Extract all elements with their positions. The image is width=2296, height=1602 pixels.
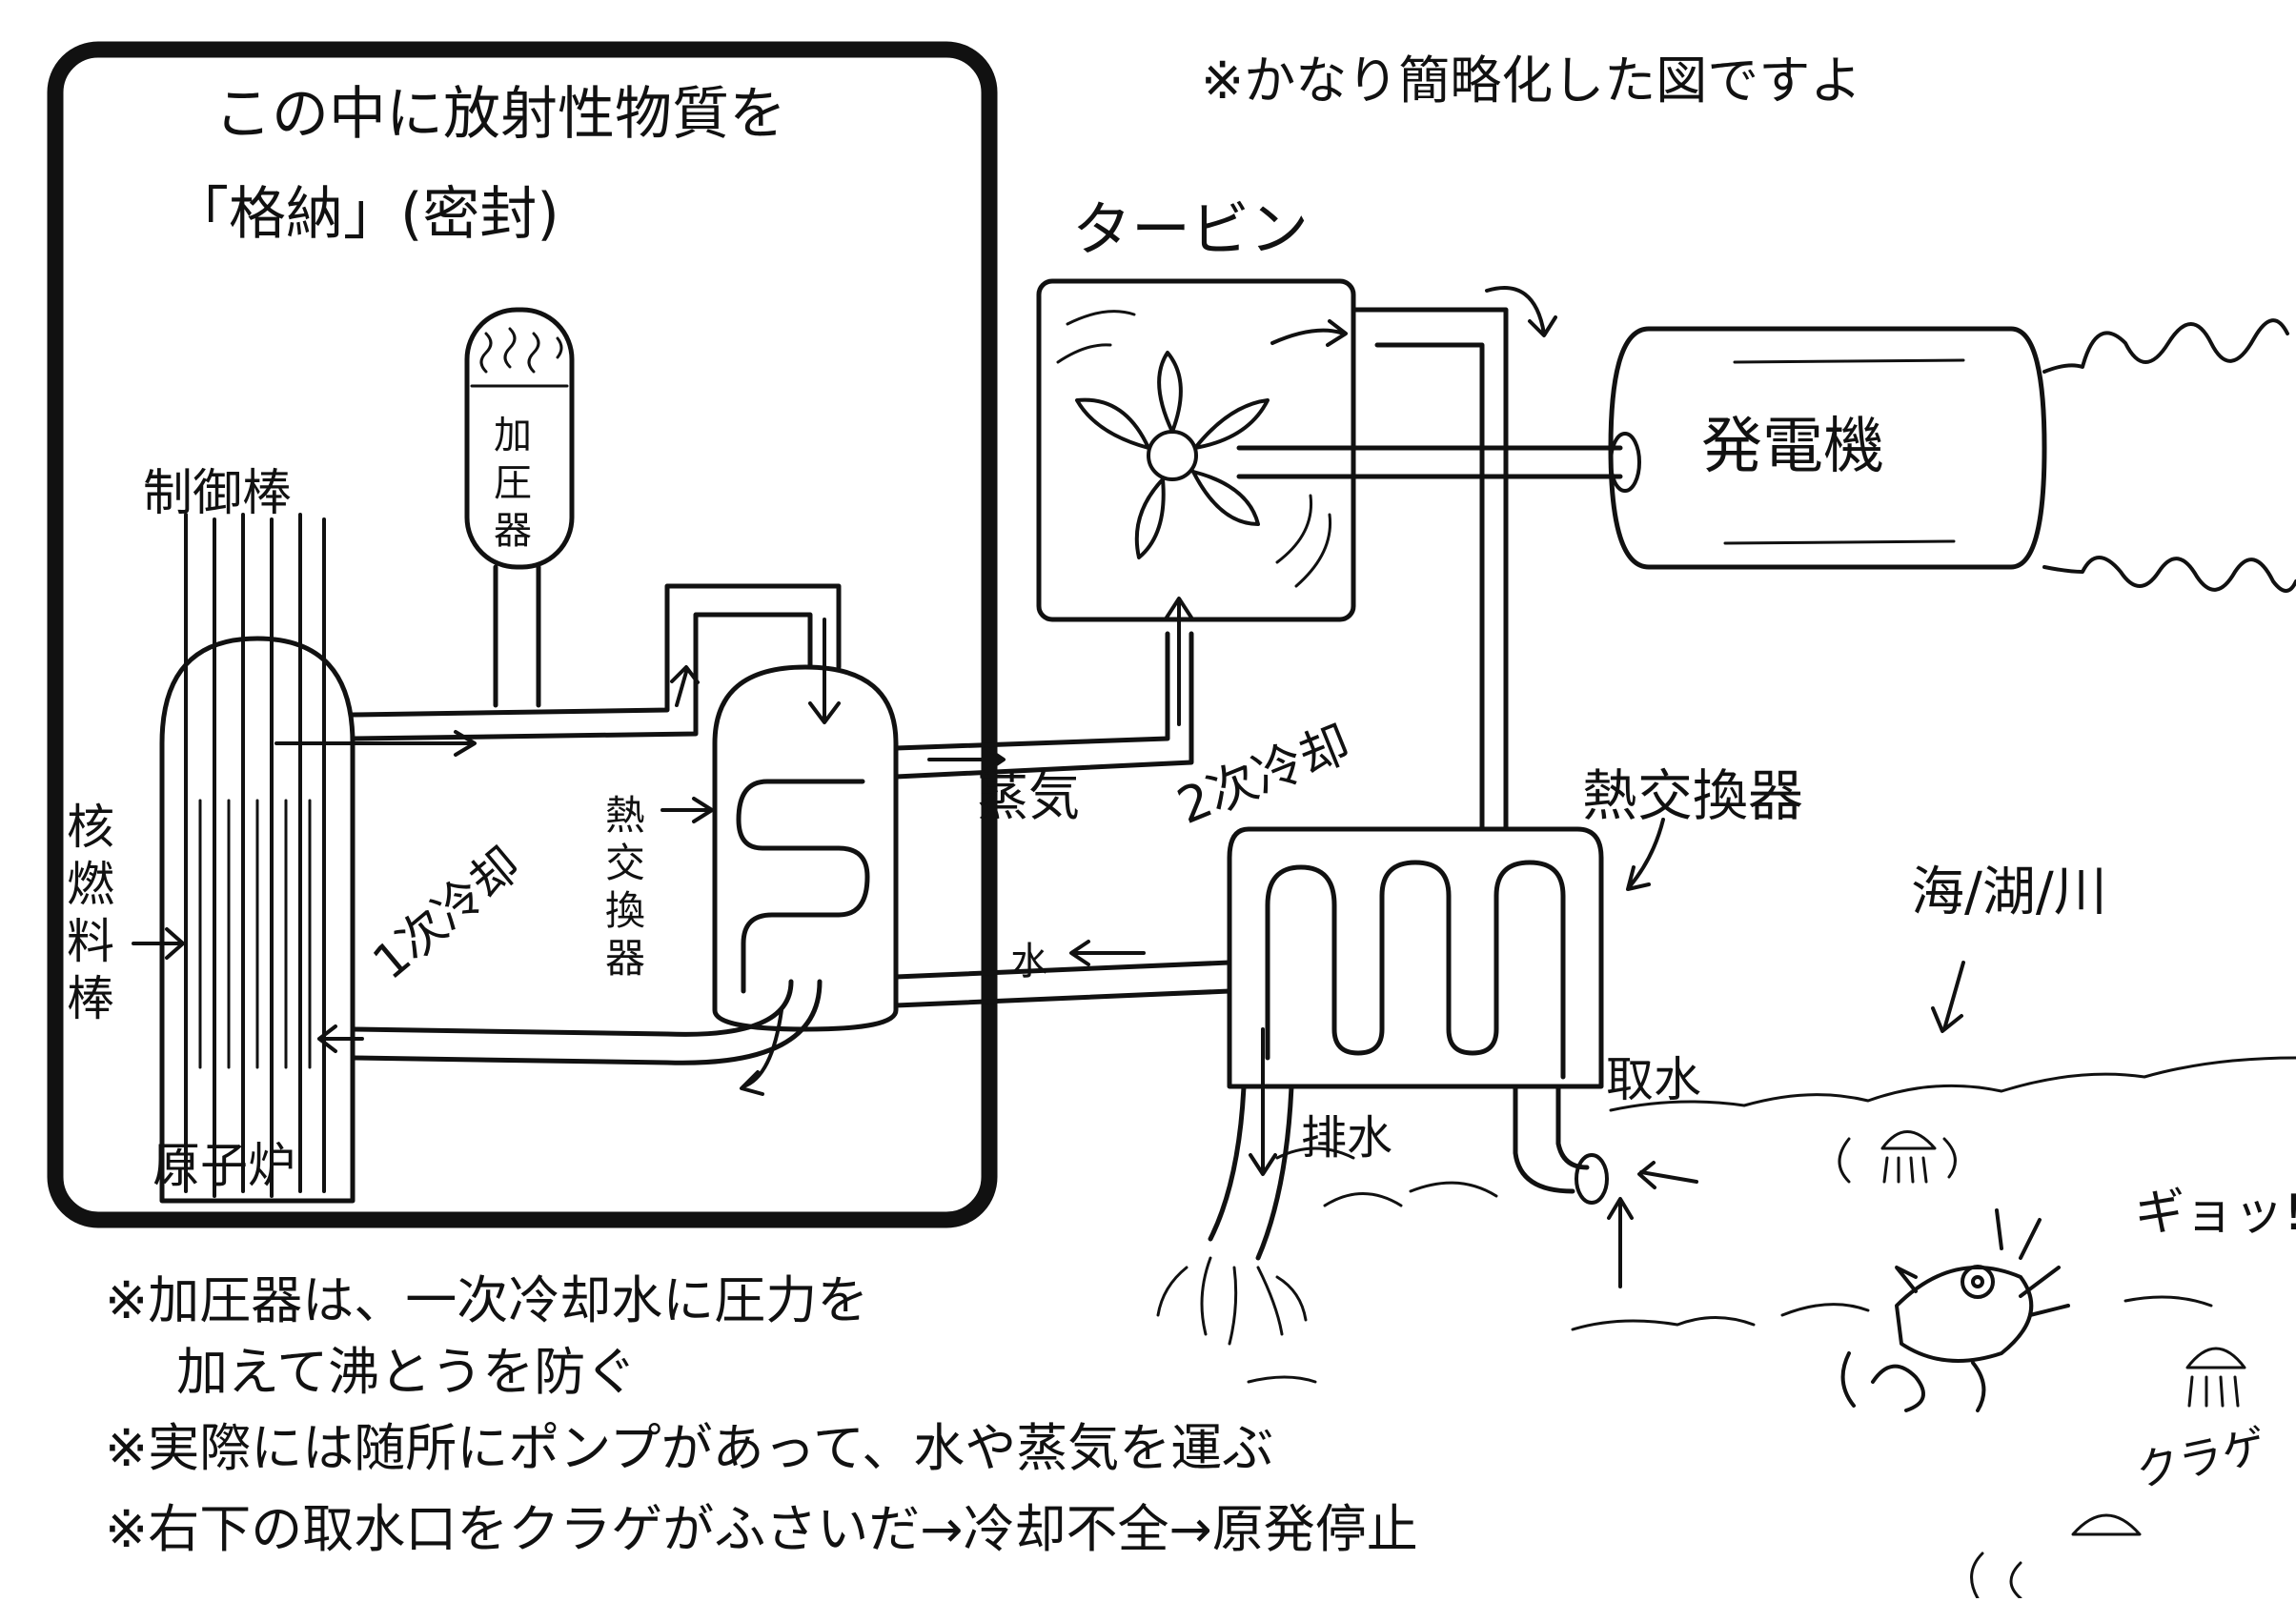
containment-vessel (47, 41, 998, 1228)
turbine-hub (1147, 430, 1198, 481)
discharge-label: 排水 (1301, 1111, 1392, 1165)
inner-heat-exchanger-vessel (712, 664, 899, 1032)
inner-exchanger-label-4: 器 (605, 935, 645, 982)
sea-pointer-arrow (1931, 961, 1965, 1033)
intake-mouth (1575, 1153, 1609, 1205)
footnote-1: ※加圧器は、一次冷却水に圧力を (105, 1270, 869, 1330)
pressurizer-label-1: 加 (494, 414, 532, 457)
return-flow-arrow (740, 1008, 783, 1096)
turbine-air-swirl-marks (1056, 310, 1332, 588)
pressurizer-steam-marks (479, 327, 563, 374)
reactor-label: 原子炉 (152, 1138, 295, 1193)
fuel-rods-label-4: 棒 (67, 971, 114, 1026)
intake-pipe (1513, 1084, 1590, 1194)
intake-flow-arrow (1637, 1161, 1698, 1189)
feedwater-flow-arrow (1069, 940, 1146, 966)
inner-exchanger-label-1: 熱 (605, 792, 645, 839)
generator-shaft (1236, 445, 1623, 479)
water-surface (1609, 1056, 2296, 1112)
inner-exchanger-label-3: 換 (605, 887, 645, 934)
control-rods (184, 513, 326, 1198)
discharge-pipe (1208, 1084, 1294, 1261)
feedwater-pipe (893, 960, 1232, 1008)
sea-lake-river-label: 海/湖/川 (1911, 862, 2107, 923)
simplified-diagram-note: ※かなり簡略化した図ですよ (1201, 51, 1862, 111)
exhaust-flow-arrow (1485, 286, 1557, 337)
secondary-cooling-label: 2次冷却 (1169, 716, 1358, 836)
loop-top-arrow (670, 665, 700, 707)
turbine-exhaust-pipe (1351, 307, 1509, 832)
jellyfish-label: クラゲ (2131, 1419, 2270, 1497)
outer-heat-exchanger-coil (1265, 860, 1566, 1080)
outer-exchanger-pointer-arrow (1626, 818, 1665, 891)
turbine-label: タービン (1072, 194, 1309, 264)
intake-up-arrow (1607, 1197, 1634, 1288)
containment-caption-line1: この中に放射性物質を (214, 81, 786, 148)
jellyfish-3 (1970, 1513, 2142, 1600)
generator-body (1608, 326, 2047, 570)
primary-hot-leg-pipe (350, 583, 842, 741)
pressurizer-stem-pipe (493, 564, 541, 708)
inner-heat-exchanger-coil (736, 779, 870, 994)
generator-power-wire-top (2042, 318, 2289, 374)
jellyfish-2 (2185, 1347, 2246, 1408)
turbine-inner-arrow (1270, 319, 1348, 347)
footnote-3: ※右下の取水口をクラゲがふさいだ→冷却不全→原発停止 (105, 1499, 1418, 1559)
footnote-1-continued: 加えて沸とうを防ぐ (176, 1342, 638, 1402)
steam-label: 蒸気 (977, 767, 1080, 827)
primary-hot-leg-arrow (274, 730, 477, 757)
generator-label: 発電機 (1701, 412, 1884, 482)
steam-flow-arrow (927, 746, 1006, 773)
water-ripples (1247, 1146, 2213, 1384)
control-rods-label: 制御棒 (143, 465, 292, 522)
turbine-blades (1075, 351, 1270, 559)
discharge-down-arrow (1249, 1027, 1277, 1176)
discharge-splash (1156, 1256, 1308, 1346)
fuel-rods-label-3: 料 (67, 914, 114, 969)
fuel-rod-pointer-arrow (132, 927, 185, 960)
pressurizer-label-2: 圧 (494, 461, 532, 505)
pressurizer-label-3: 器 (494, 509, 532, 553)
pressurizer-tank (464, 307, 575, 570)
fish (1840, 1208, 2070, 1412)
generator-power-wire-bottom (2042, 556, 2296, 593)
reactor-vessel (159, 636, 356, 1204)
inner-exchanger-label-2: 交 (605, 840, 645, 886)
intake-label: 取水 (1606, 1052, 1701, 1107)
footnote-2: ※実際には随所にポンプがあって、水や蒸気を運ぶ (105, 1418, 1274, 1478)
generator-highlight-marks (1723, 358, 1965, 545)
fuel-rods-label-2: 燃 (67, 857, 114, 912)
fuel-rods (198, 799, 312, 1069)
primary-cooling-label: 1次冷却 (362, 837, 531, 990)
water-label: 水 (1010, 940, 1048, 984)
outer-heat-exchanger-vessel (1227, 826, 1604, 1089)
fuel-rods-label-1: 核 (67, 800, 114, 855)
steam-pipe (893, 631, 1194, 780)
generator-end-cap (1609, 432, 1641, 493)
inner-exchanger-pointer-arrow (660, 797, 714, 823)
sound-effect-label: ギョッ! (2135, 1185, 2296, 1242)
primary-cold-leg-pipe (350, 979, 823, 1065)
outer-exchanger-label: 熱交換器 (1582, 763, 1803, 828)
containment-caption-line2: 「格納」(密封) (172, 181, 559, 248)
primary-cold-leg-arrow (317, 1024, 364, 1053)
jellyfish-1 (1838, 1130, 1957, 1184)
